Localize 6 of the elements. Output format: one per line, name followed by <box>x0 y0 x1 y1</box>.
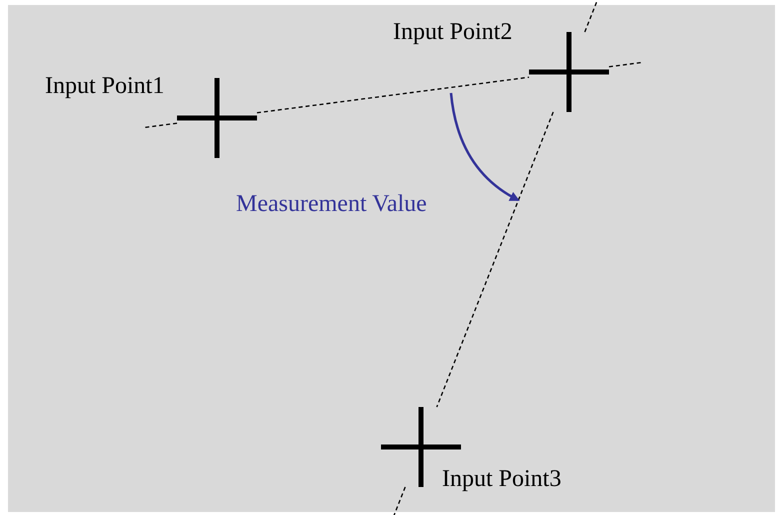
point-label: Input Point3 <box>442 465 562 493</box>
dashed-line <box>436 112 554 408</box>
point-label: Input Point2 <box>393 18 512 46</box>
dashed-line <box>256 76 530 114</box>
angle-label: Measurement Value <box>236 190 427 218</box>
point-label: Input Point1 <box>45 72 164 100</box>
